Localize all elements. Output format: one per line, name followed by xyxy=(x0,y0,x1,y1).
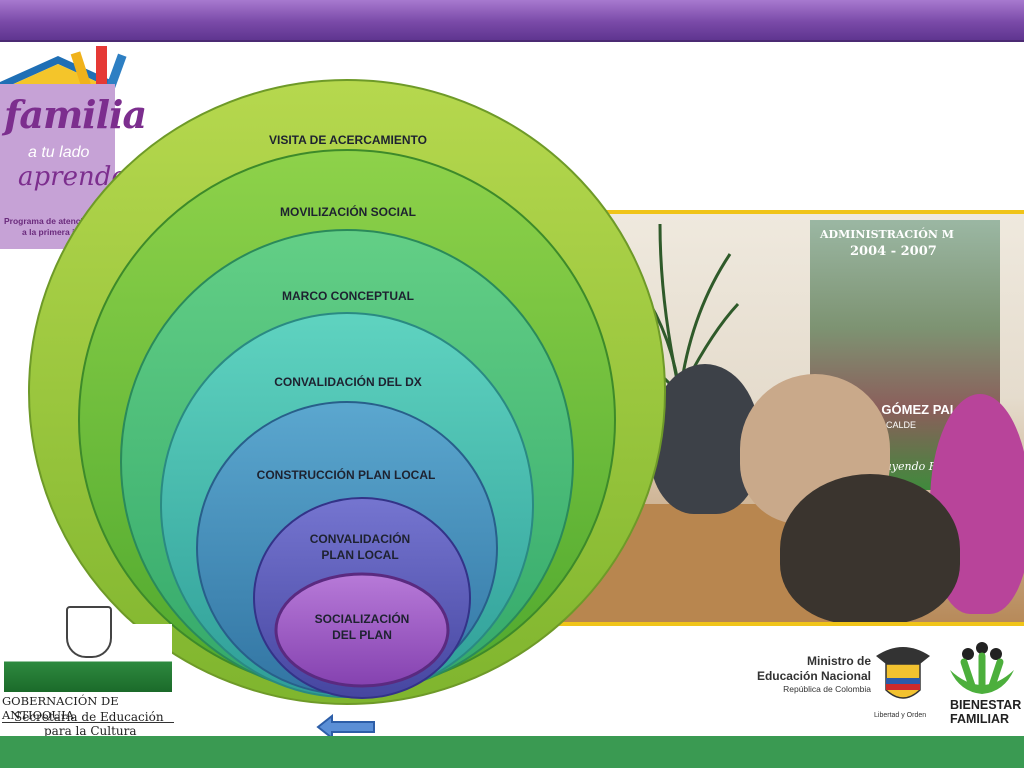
coat-of-arms-icon xyxy=(876,647,930,699)
concentric-diagram: VISITA DE ACERCAMIENTO MOVILIZACIÓN SOCI… xyxy=(28,79,666,705)
ring-socializacion xyxy=(274,572,450,688)
label-convalidacion-plan-2: PLAN LOCAL xyxy=(321,548,398,562)
tagline-line2: a la primera in xyxy=(22,227,80,237)
gob-line1: GOBERNACIÓN DE ANTIOQUIA xyxy=(2,694,174,723)
label-construccion: CONSTRUCCIÓN PLAN LOCAL xyxy=(257,467,436,482)
ministry-logo: Ministro de Educación Nacional República… xyxy=(756,654,871,694)
familia-logo: familia a tu lado aprendo Programa de at… xyxy=(0,44,147,249)
gob-line3: para la Cultura xyxy=(44,724,137,738)
ministry-line1: Ministro de xyxy=(806,654,871,668)
ministry-line2: Educación Nacional xyxy=(756,669,871,683)
shield-icon xyxy=(66,606,112,658)
coat-motto: Libertad y Orden xyxy=(874,712,927,719)
poster-title: ADMINISTRACIÓN M xyxy=(820,228,954,241)
bienestar-line1: BIENESTAR xyxy=(950,698,1022,712)
label-convalidacion-plan-1: CONVALIDACIÓN xyxy=(310,531,410,546)
logo-tagline: Programa de atención a la primera in xyxy=(4,216,124,238)
poster-subtitle: ALCALDE xyxy=(875,420,917,430)
poster-years: 2004 - 2007 xyxy=(850,244,937,259)
footer-bar xyxy=(0,736,1024,768)
tagline-line1: Programa de atención xyxy=(4,216,94,226)
ministry-line3: República de Colombia xyxy=(783,684,871,694)
meeting-photo: ADMINISTRACIÓN M 2004 - 2007 TO GÓMEZ PA… xyxy=(530,210,1024,626)
label-socializacion-2: DEL PLAN xyxy=(332,628,392,642)
family-icon xyxy=(950,642,1014,694)
gob-line2: Secretaría de Educación xyxy=(14,710,164,724)
bienestar-line2: FAMILIAR xyxy=(950,712,1010,726)
left-arrow-icon xyxy=(316,714,375,740)
title-bar xyxy=(0,0,1024,42)
colombia-coat-of-arms: Libertad y Orden xyxy=(872,642,934,722)
person-4 xyxy=(780,474,960,622)
logo-word-familia: familia xyxy=(4,92,147,137)
poster-name: TO GÓMEZ PALAC xyxy=(860,402,977,417)
label-movilizacion: MOVILIZACIÓN SOCIAL xyxy=(280,204,416,219)
logo-word-a-tu-lado: a tu lado xyxy=(28,144,90,161)
label-marco: MARCO CONCEPTUAL xyxy=(282,289,414,303)
label-convalidacion-dx: CONVALIDACIÓN DEL DX xyxy=(274,374,422,389)
label-socializacion-1: SOCIALIZACIÓN xyxy=(315,611,410,626)
label-visita: VISITA DE ACERCAMIENTO xyxy=(269,133,427,147)
bienestar-familiar-logo: BIENESTAR FAMILIAR xyxy=(944,640,1024,730)
gobernacion-logo: GOBERNACIÓN DE ANTIOQUIA Secretaría de E… xyxy=(0,604,175,738)
bienestar-text: BIENESTAR FAMILIAR xyxy=(950,698,1021,726)
